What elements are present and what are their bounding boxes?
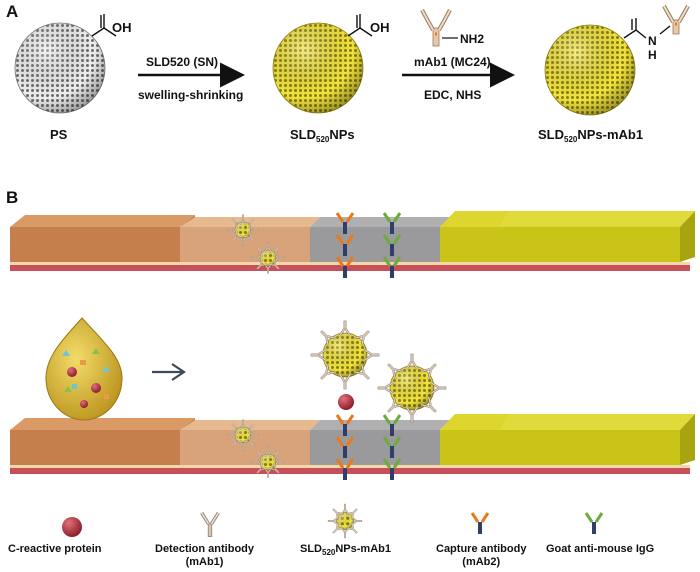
conjugate-pad-np-4	[253, 447, 284, 478]
conjugate-label: SLD520NPs-mAb1	[538, 127, 644, 144]
legend-conjugate-end: NPs-mAb1	[335, 543, 391, 555]
test-strip-after	[10, 414, 695, 474]
conjugate-label-sub: 520	[564, 135, 578, 144]
amine-label: NH2	[460, 32, 485, 46]
legend-detection-label: Detection antibody (mAb1)	[155, 543, 254, 569]
ps-label: PS	[50, 127, 68, 142]
test-strip-before	[10, 211, 695, 271]
panel-b	[10, 211, 695, 538]
legend-capture-antibody-icon	[470, 511, 490, 536]
step1-label-bottom: swelling-shrinking	[138, 88, 244, 102]
carboxyl-group-np	[347, 14, 373, 37]
amide-n-label: N	[648, 34, 657, 48]
carboxyl-label-np: OH	[370, 20, 390, 35]
conjugate-pad-np-1	[228, 215, 259, 246]
legend-capture-line2: (mAb2)	[462, 556, 501, 568]
step1-label-top: SLD520 (SN)	[146, 55, 219, 69]
legend-goat-label: Goat anti-mouse IgG	[546, 543, 655, 555]
legend-capture-line1: Capture antibody	[436, 543, 527, 555]
conjugate-antibody	[662, 5, 690, 35]
legend-detection-line1: Detection antibody	[155, 543, 255, 555]
amide-linker	[623, 18, 671, 39]
ps-bead	[14, 22, 106, 114]
sld-np-label: SLD520NPs	[290, 127, 355, 144]
amide-h-label: H	[648, 48, 657, 62]
step2-label-top: mAb1 (MC24)	[414, 55, 491, 69]
sld-np-label-main: SLD	[290, 127, 316, 142]
legend-conjugate-label: SLD520NPs-mAb1	[300, 543, 391, 557]
captured-conjugate-control	[378, 354, 446, 422]
panel-a-label: A	[6, 2, 19, 21]
legend-conjugate-main: SLD	[300, 543, 322, 555]
panel-a	[14, 5, 690, 116]
sld-np-bead	[272, 22, 364, 114]
sld-np-label-end: NPs	[329, 127, 355, 142]
sample-drop	[45, 317, 123, 421]
legend-goat-igg-icon	[584, 511, 604, 536]
captured-crp	[338, 394, 354, 410]
conjugate-label-main: SLD	[538, 127, 564, 142]
carboxyl-label-ps: OH	[112, 20, 132, 35]
legend-crp-icon	[62, 517, 82, 537]
sld-np-label-sub: 520	[316, 135, 330, 144]
legend-conjugate-sub: 520	[322, 548, 336, 557]
captured-conjugate-test	[311, 321, 379, 389]
step2-label-bottom: EDC, NHS	[424, 88, 482, 102]
legend-crp-label: C-reactive protein	[8, 543, 102, 555]
conjugate-bead	[544, 24, 636, 116]
mab1-reagent-icon	[420, 9, 458, 47]
conjugate-label-end: NPs-mAb1	[577, 127, 644, 142]
legend-detection-antibody-icon	[199, 511, 221, 539]
flow-arrowhead	[171, 363, 186, 381]
conjugate-pad-np-2	[253, 243, 284, 274]
legend-conjugate-icon	[328, 504, 362, 538]
legend-detection-line2: (mAb1)	[185, 556, 224, 568]
conjugate-pad-np-3	[228, 420, 259, 451]
legend-capture-label: Capture antibody (mAb2)	[436, 543, 526, 569]
carboxyl-group-ps	[91, 14, 117, 37]
panel-b-label: B	[6, 188, 19, 207]
